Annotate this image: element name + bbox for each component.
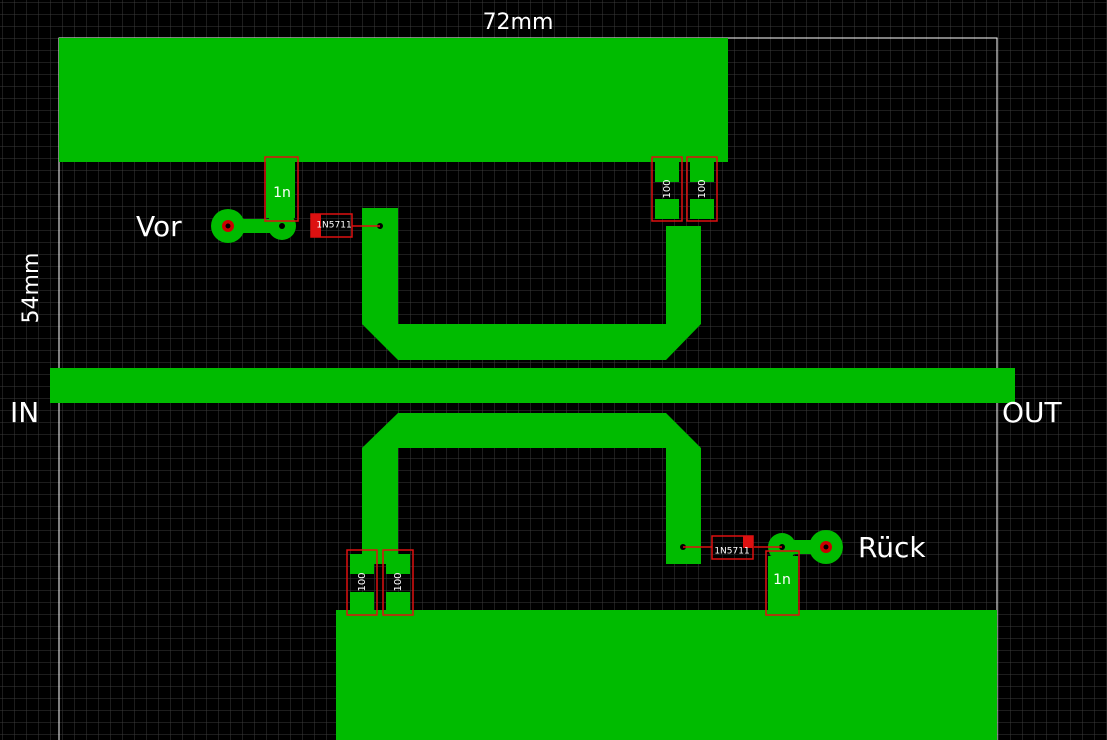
forward-label: Vor <box>136 210 182 243</box>
ground-plane-bottom <box>336 610 997 740</box>
res-bottom-1-label: 100 <box>357 572 368 591</box>
reverse-label: Rück <box>858 531 926 564</box>
port-in-label: IN <box>10 396 39 429</box>
ground-plane-top <box>59 38 728 162</box>
diode-bottom: 1N5711 <box>711 535 754 560</box>
resistor-top-1: 100 <box>651 156 683 222</box>
board-height-label: 54mm <box>19 253 44 324</box>
board-width-label: 72mm <box>483 10 554 35</box>
diode-top-label: 1N5711 <box>316 221 351 231</box>
res-bottom-2-label: 100 <box>393 572 404 591</box>
capacitor-top: 1n <box>264 156 299 222</box>
diode-bottom-label: 1N5711 <box>714 547 749 557</box>
port-out-label: OUT <box>1002 396 1063 429</box>
diode-top: 1N5711 <box>310 213 353 238</box>
capacitor-bottom: 1n <box>765 550 800 616</box>
cap-bottom-label: 1n <box>773 572 791 588</box>
cap-top-label: 1n <box>273 185 291 201</box>
lower-coupled-line <box>362 413 701 564</box>
upper-coupled-line <box>362 208 701 360</box>
resistor-bottom-1: 100 <box>346 549 378 616</box>
main-through-line <box>50 368 1015 403</box>
res-top-1-label: 100 <box>662 179 673 198</box>
resistor-bottom-2: 100 <box>382 549 414 616</box>
resistor-top-2: 100 <box>686 156 718 222</box>
res-top-2-label: 100 <box>697 179 708 198</box>
